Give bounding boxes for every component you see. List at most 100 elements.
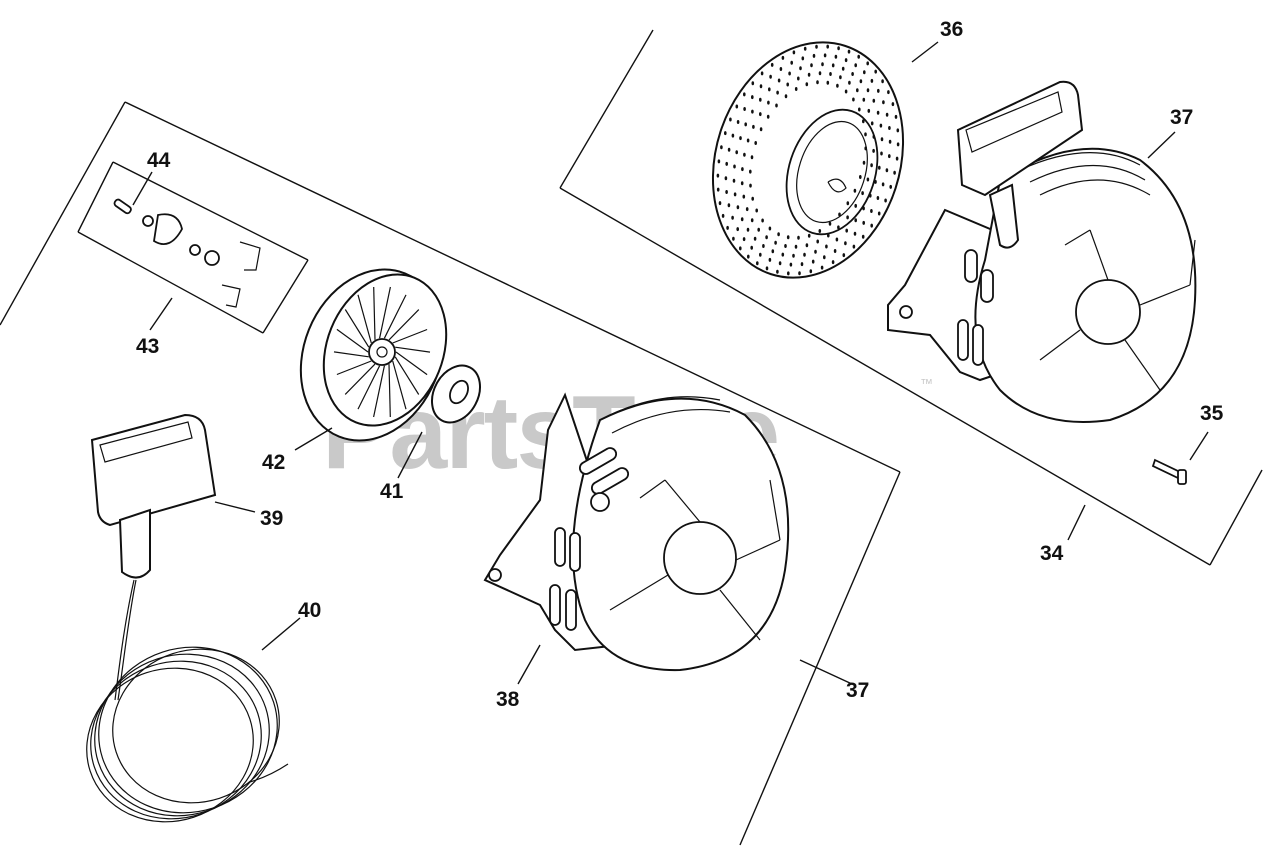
spring-dot (854, 218, 857, 223)
spring-dot (721, 213, 725, 218)
spring-dot (829, 72, 832, 76)
spring-dot (770, 62, 774, 67)
spring-dot (814, 249, 817, 254)
spring-dot (768, 226, 772, 231)
leader-lines (132, 41, 1209, 685)
spring-dot (768, 257, 772, 262)
spring-dot (888, 154, 891, 159)
spring-dot (837, 225, 840, 230)
spring-dot (750, 245, 753, 250)
spring-dot (836, 83, 839, 88)
spring-dot (826, 80, 830, 85)
callout-44: 44 (147, 149, 171, 172)
spring-dot (815, 44, 818, 49)
spring-dot (885, 168, 889, 173)
spring-dot (861, 191, 864, 196)
spring-dot (797, 235, 800, 240)
part-40-starter-rope (86, 579, 289, 823)
spring-dot (743, 92, 746, 97)
spring-dot (759, 127, 763, 132)
spring-dot (718, 201, 722, 206)
spring-dot (882, 100, 885, 105)
spring-dot (870, 209, 873, 213)
spring-dot (812, 53, 816, 58)
spring-dot (716, 187, 720, 192)
part-41-washer (431, 364, 481, 424)
spring-dot (893, 170, 896, 175)
spring-dot (761, 218, 764, 223)
spring-dot (751, 196, 754, 201)
spring-dot (725, 161, 728, 166)
spring-dot (896, 128, 900, 133)
spring-dot (749, 183, 752, 188)
spring-dot (797, 76, 800, 81)
spring-dot (746, 138, 750, 143)
spring-dot (781, 252, 785, 257)
spring-dot (841, 66, 845, 71)
spring-dot (792, 253, 795, 258)
spring-dot (870, 163, 873, 168)
spring-dot (801, 56, 805, 61)
spring-dot (776, 90, 779, 95)
spring-dot (854, 203, 857, 208)
spring-dot (759, 84, 763, 89)
spring-dot (717, 159, 721, 164)
spring-dot (859, 79, 863, 84)
spring-dot (833, 249, 837, 253)
spring-dot (725, 190, 728, 194)
spring-dot (776, 269, 779, 274)
spring-dot (798, 271, 801, 276)
spring-dot (724, 131, 727, 136)
spring-dot (805, 243, 809, 248)
spring-dot (751, 109, 754, 114)
spring-dot (740, 181, 744, 186)
spring-dot (749, 169, 752, 174)
spring-dot (750, 218, 754, 223)
callout-42: 42 (262, 451, 285, 474)
spring-dot (807, 72, 811, 77)
group-bracket-main (0, 101, 901, 846)
spring-dot (777, 78, 781, 83)
spring-dot (779, 67, 783, 71)
spring-dot (888, 126, 891, 130)
spring-dot (757, 227, 760, 232)
spring-dot (786, 235, 790, 240)
spring-dot (866, 88, 870, 93)
spring-dot (736, 205, 740, 210)
spring-dot (879, 123, 883, 128)
spring-dot (784, 244, 787, 248)
spring-dot (762, 244, 765, 248)
spring-dot (896, 142, 900, 147)
callout-41: 41 (380, 480, 404, 503)
spring-dot (856, 88, 859, 93)
spring-dot (877, 211, 881, 216)
spring-dot (869, 193, 872, 198)
spring-dot (732, 178, 736, 183)
group-bracket-assembly-34 (559, 29, 1263, 566)
spring-dot (756, 261, 759, 266)
spring-dot (774, 240, 777, 245)
pulley-spoke (373, 286, 376, 340)
spring-dot (876, 110, 880, 115)
spring-dot (874, 179, 877, 184)
spring-dot (784, 94, 788, 99)
callout-36: 36 (940, 18, 963, 41)
pulley-spokes (333, 286, 431, 418)
spring-dot (872, 98, 876, 103)
pulley-spoke (336, 328, 369, 353)
spring-dot (851, 72, 854, 76)
pulley-spoke (373, 365, 385, 418)
spring-dot (724, 176, 728, 181)
spring-dot (811, 259, 815, 264)
spring-dot (845, 228, 848, 233)
spring-dot (826, 44, 829, 49)
spring-dot (847, 49, 851, 54)
spring-dot (878, 165, 881, 170)
spring-dot (874, 69, 877, 74)
spring-dot (755, 208, 758, 213)
spring-dot (740, 217, 744, 222)
spring-dot (777, 232, 780, 237)
callout-40: 40 (298, 599, 321, 622)
spring-dot (729, 117, 732, 122)
part-38-recoil-housing (483, 392, 790, 672)
